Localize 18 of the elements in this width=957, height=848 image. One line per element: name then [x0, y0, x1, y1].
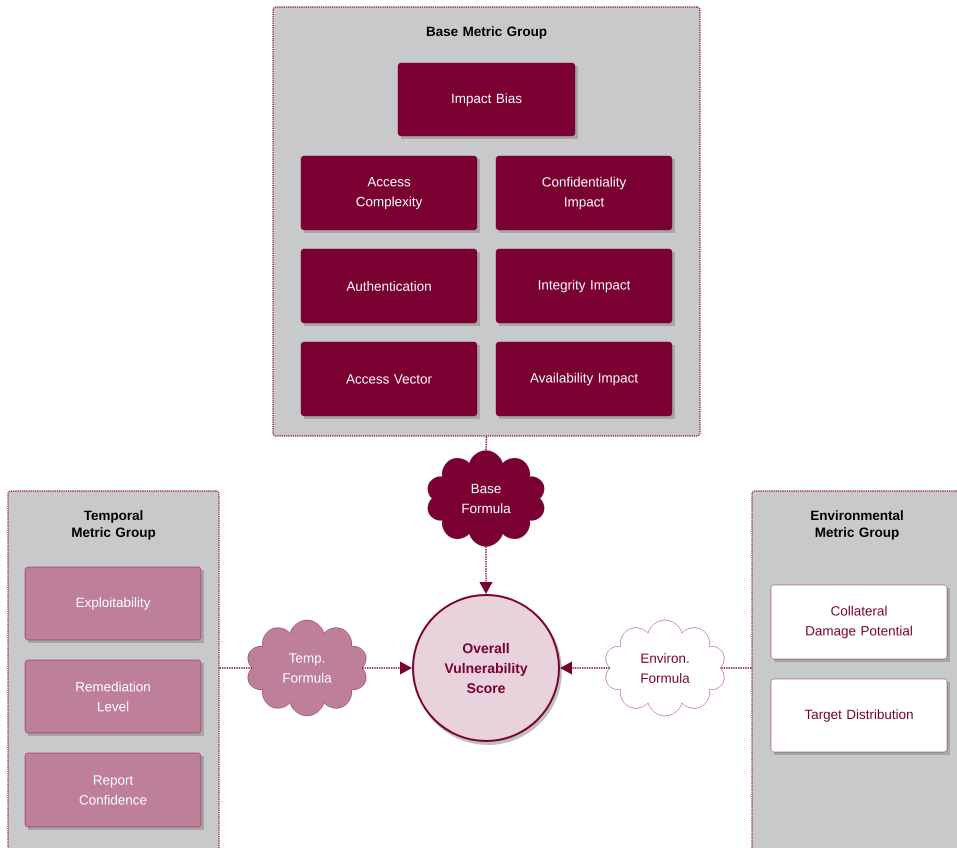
metric-box: Access Vector: [300, 342, 480, 419]
metric-box: Authentication: [300, 248, 480, 326]
metric-box: Remediation Level: [24, 660, 204, 736]
metric-box: Availability Impact: [496, 342, 675, 419]
formula-cloud: Environ. Formula: [606, 620, 724, 716]
metric-box: Report Confidence: [24, 752, 204, 830]
metric-box: Target Distribution: [770, 678, 950, 755]
metric-box: Exploitability: [24, 566, 204, 643]
metric-box: Confidentiality Impact: [496, 156, 675, 233]
connector: [485, 436, 488, 450]
metric-box: Impact Bias: [398, 62, 578, 139]
connector: [220, 667, 252, 669]
formula-cloud: Temp. Formula: [248, 620, 366, 716]
metric-box: Access Complexity: [300, 156, 480, 233]
connector: [720, 667, 752, 669]
metric-box: Integrity Impact: [496, 248, 675, 326]
formula-cloud: Base Formula: [428, 450, 544, 547]
metric-box: Collateral Damage Potential: [770, 584, 950, 662]
